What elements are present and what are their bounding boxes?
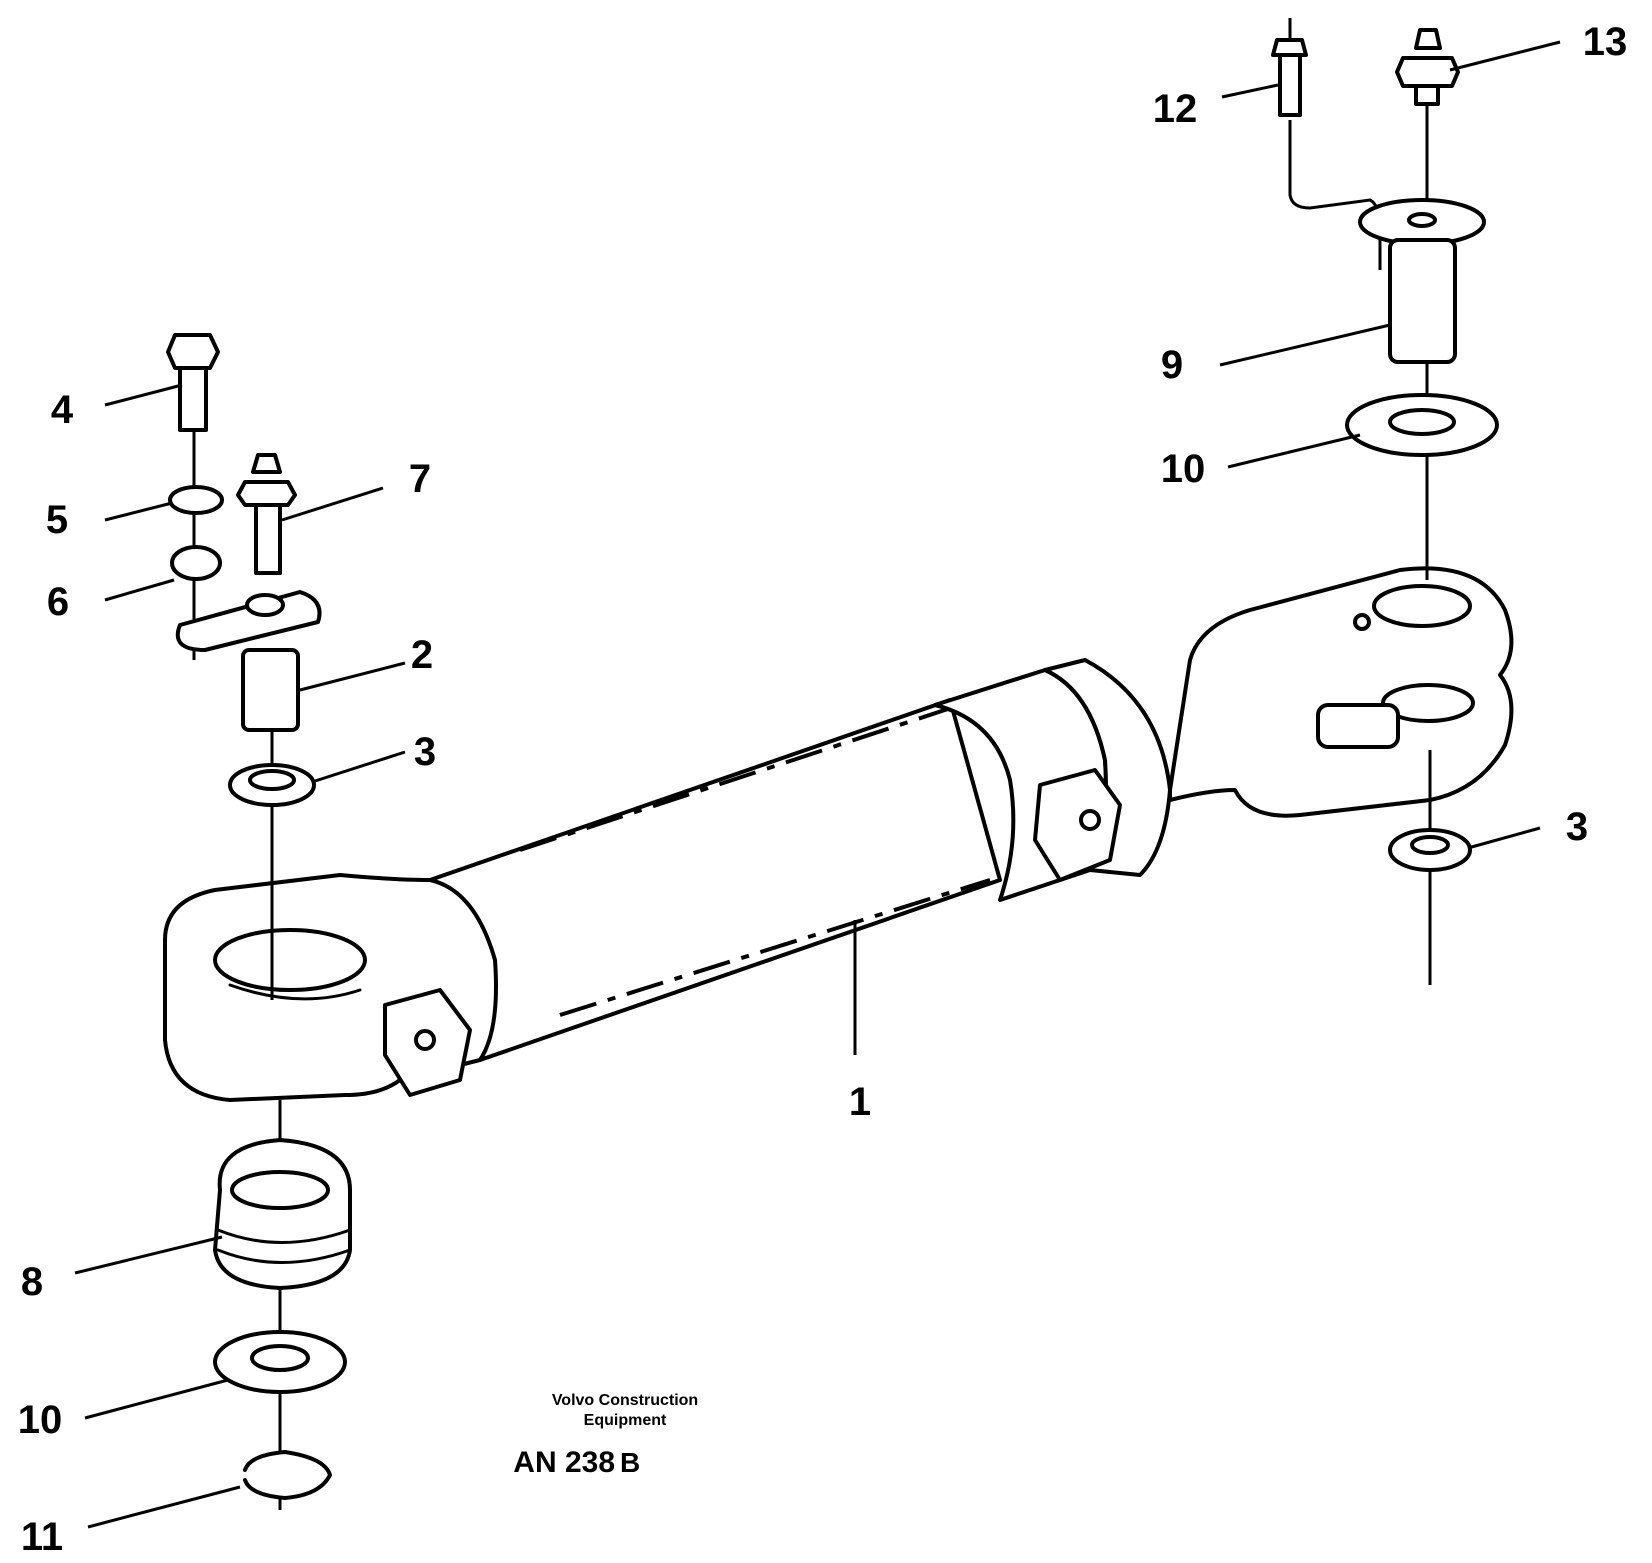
drawing-caption: Volvo Construction Equipment AN 238 B [513,1392,698,1479]
callout-12: 12 [1153,87,1198,131]
cylinder-body [163,566,1514,1102]
left-part-stack [166,333,352,1510]
bearing-groove-2 [216,1248,352,1264]
cylinder-tube [428,698,1002,1062]
leader-2 [299,661,406,692]
callout-8: 8 [21,1260,43,1304]
caption-revision: B [620,1447,640,1478]
callout-3-right: 3 [1566,805,1588,849]
base-eye-bore [213,928,367,992]
callout-9: 9 [1161,343,1183,387]
callout-2: 2 [411,633,433,677]
leader-4 [104,383,183,407]
pin-head-bore [1407,212,1437,228]
grease-nipple-shank [254,503,282,575]
caption-maker-line2: Equipment [584,1412,667,1429]
washer-right-bore [1388,408,1456,436]
gland-nut [1043,658,1172,877]
leader-11 [87,1485,241,1529]
leader-6 [104,578,175,602]
washer-left-bore [250,1344,310,1372]
circlip [243,1450,332,1500]
grease-nipple-hex [236,480,297,507]
caption-maker-line1: Volvo Construction [552,1392,698,1409]
leader-3a [311,750,406,784]
callout-7: 7 [409,457,431,501]
callout-3-left: 3 [414,730,436,774]
tube-break-bottom [559,878,991,1017]
callout-5: 5 [46,498,68,542]
bolt [166,333,220,370]
gland-hole [1079,809,1101,831]
spherical-bearing [213,1138,352,1290]
nipple-top-hex [1395,56,1460,88]
pin-shaft [1388,238,1457,364]
clevis-grease-hole [1353,613,1371,631]
bushing-left-bore [248,769,296,791]
callout-10-left: 10 [18,1398,63,1442]
gland-hex [1033,768,1122,882]
spring-washer [168,485,224,515]
leader-10b [1227,433,1361,469]
caption-code: AN 238 [513,1446,615,1479]
bushing-right-bore [1410,835,1450,855]
leader-lines [74,40,1561,1529]
base-eye-lip [228,983,362,1001]
tube-break-top [519,703,961,852]
pivot-pin [241,648,300,732]
callout-13: 13 [1583,20,1628,64]
leader-8 [74,1235,223,1275]
right-part-stack [1271,18,1499,985]
leader-13 [1449,40,1561,72]
callout-10-right: 10 [1161,447,1206,491]
leader-9 [1219,323,1391,367]
spherical-bearing-bore [230,1170,330,1210]
bearing-groove-1 [216,1228,352,1244]
callout-1: 1 [849,1080,871,1124]
leader-3b [1467,826,1541,850]
grease-nipple-tip [251,453,282,474]
callout-4: 4 [51,388,74,432]
base-hole [414,1029,436,1051]
screw-head [1271,38,1308,57]
leader-10a [84,1378,229,1420]
callout-11: 11 [21,1515,63,1559]
screw-path [1288,120,1382,270]
leader-12 [1221,83,1279,99]
screw-shank [1278,53,1302,117]
rod-clevis [1168,566,1514,818]
spacer [170,545,222,581]
callout-labels: 1 2 3 3 4 5 6 7 8 9 10 10 11 12 13 [18,20,1628,1559]
leader-5 [104,501,173,522]
clevis-upper-bore [1372,584,1472,628]
callout-6: 6 [47,580,69,624]
leader-7 [281,486,384,522]
bolt-shank [178,366,208,432]
lock-plate-hole [245,593,285,617]
nipple-top-shank [1414,84,1440,106]
clevis-slot [1316,703,1400,749]
nipple-top-tip [1414,28,1442,50]
